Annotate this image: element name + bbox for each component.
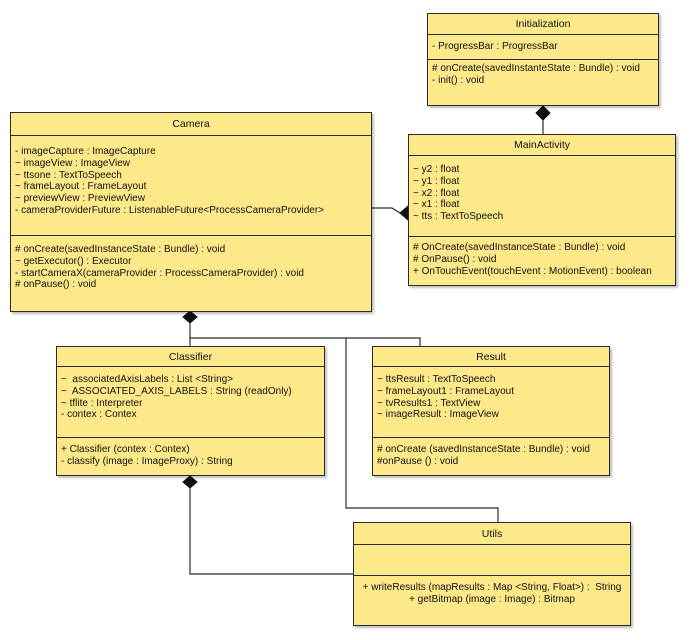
method: # onCreate(savedInstanteState : Bundle) … [432,63,640,74]
attribute: ~ tts : TextToSpeech [413,211,504,223]
attribute: - contex : Contex [61,409,137,421]
composition-diamond-icon [182,475,198,489]
connector-mainactivity-camera [372,207,401,214]
composition-diamond-icon [182,310,198,324]
class-name: Initialization [428,14,658,35]
method: - classify (image : ImageProxy) : String [61,455,233,467]
class-name: Camera [11,113,371,136]
attribute: ~ x2 : float [413,187,460,199]
class-utils[interactable]: Utils + writeResults (mapResults : Map <… [353,522,631,626]
connector-camera-result [190,337,421,346]
method: # OnPause() : void [413,253,497,265]
attribute: ~ y2 : float [413,164,460,175]
method: - init() : void [432,74,485,86]
attributes-section [354,545,630,575]
method: - startCameraX(cameraProvider : ProcessC… [15,267,304,279]
methods-section: # onCreate (savedInstanceState : Bundle)… [373,437,609,471]
methods-section: # OnCreate(savedInstanceState : Bundle) … [409,236,675,280]
attribute: ~ ASSOCIATED_AXIS_LABELS : String (readO… [61,385,292,397]
class-main-activity[interactable]: MainActivity ~ y2 : float ~ y1 : float ~… [408,134,676,286]
attribute: ~ tvResults1 : TextView [377,397,481,409]
attribute: - ProgressBar : ProgressBar [432,41,558,52]
attribute: ~ frameLayout1 : FrameLayout [377,385,515,397]
attributes-section: - ProgressBar : ProgressBar [428,35,658,59]
attribute: ~ previewView : PreviewView [15,193,145,205]
attribute: - cameraProviderFuture : ListenableFutur… [15,204,325,216]
attribute: ~ associatedAxisLabels : List <String> [61,374,234,385]
method: + writeResults (mapResults : Map <String… [362,582,622,593]
attributes-section: - imageCapture : ImageCapture ~ imageVie… [11,136,371,235]
attribute: ~ y1 : float [413,175,460,187]
method: # onPause() : void [15,279,97,291]
attributes-section: ~ ttsResult : TextToSpeech ~ frameLayout… [373,367,609,437]
class-initialization[interactable]: Initialization - ProgressBar : ProgressB… [427,13,659,106]
class-name: Result [373,347,609,367]
method: ~ getExecutor() : Executor [15,255,132,267]
class-name: Utils [354,523,630,545]
attributes-section: ~ y2 : float ~ y1 : float ~ x2 : float ~… [409,156,675,236]
methods-section: + Classifier (contex : Contex) - classif… [57,437,324,471]
class-name: MainActivity [409,135,675,156]
attribute: - imageCapture : ImageCapture [15,146,156,157]
class-result[interactable]: Result ~ ttsResult : TextToSpeech ~ fram… [372,346,610,476]
attribute: ~ x1 : float [413,199,460,211]
attribute: ~ frameLayout : FrameLayout [15,181,147,193]
method: #onPause () : void [377,455,459,467]
method: + getBitmap (image : Image) : Bitmap [409,593,575,605]
methods-section: # onCreate(savedInstanceState : Bundle) … [11,235,371,294]
attribute: ~ tflite : Interpreter [61,397,143,409]
attributes-section: ~ associatedAxisLabels : List <String> ~… [57,367,324,437]
attribute: ~ ttsResult : TextToSpeech [377,374,496,385]
methods-section: + writeResults (mapResults : Map <String… [354,575,630,609]
method: # onCreate(savedInstanceState : Bundle) … [15,244,226,255]
method: + Classifier (contex : Contex) [61,444,190,455]
composition-diamond-icon [535,105,551,121]
connector-classifier-utils [189,488,353,575]
class-camera[interactable]: Camera - imageCapture : ImageCapture ~ i… [10,112,372,312]
attribute: ~ imageResult : ImageView [377,409,499,421]
attribute: ~ ttsone : TextToSpeech [15,169,122,181]
connector-camera-utils [345,338,499,522]
attribute: ~ imageView : ImageView [15,157,130,169]
class-classifier[interactable]: Classifier ~ associatedAxisLabels : List… [56,346,325,476]
method: + OnTouchEvent(touchEvent : MotionEvent)… [413,265,652,277]
class-name: Classifier [57,347,324,367]
method: # OnCreate(savedInstanceState : Bundle) … [413,242,626,253]
method: # onCreate (savedInstanceState : Bundle)… [377,444,590,455]
methods-section: # onCreate(savedInstanteState : Bundle) … [428,59,658,90]
